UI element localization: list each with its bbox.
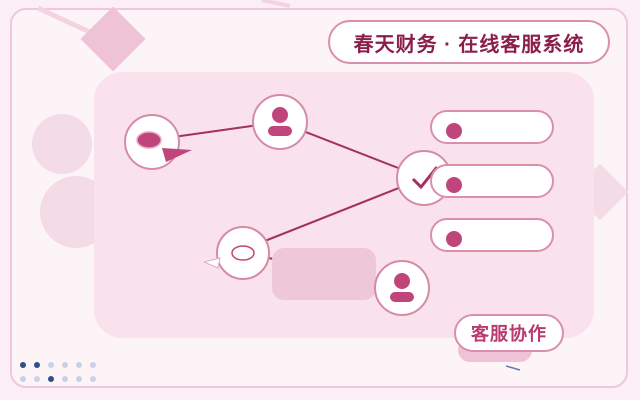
page-title: 春天财务 · 在线客服系统 [328,20,610,64]
collab-badge[interactable]: 客服协作 [454,314,564,352]
status-dot-icon [446,231,462,247]
status-chip-2[interactable] [430,164,554,198]
chat-bubble-icon [231,245,255,261]
status-dot-icon [446,123,462,139]
status-chip-3[interactable] [430,218,554,252]
chat-bubble-node-2[interactable] [216,226,270,280]
bubble-tail-icon [162,148,192,162]
user-icon [268,107,292,136]
chat-bubble-node[interactable] [124,114,180,170]
bubble-tail-icon [204,257,221,269]
user-icon [390,273,414,302]
agent-node-top[interactable] [252,94,308,150]
agent-node-bottom[interactable] [374,260,430,316]
chat-bubble-icon [136,131,162,149]
status-dot-icon [446,177,462,193]
status-chip-1[interactable] [430,110,554,144]
